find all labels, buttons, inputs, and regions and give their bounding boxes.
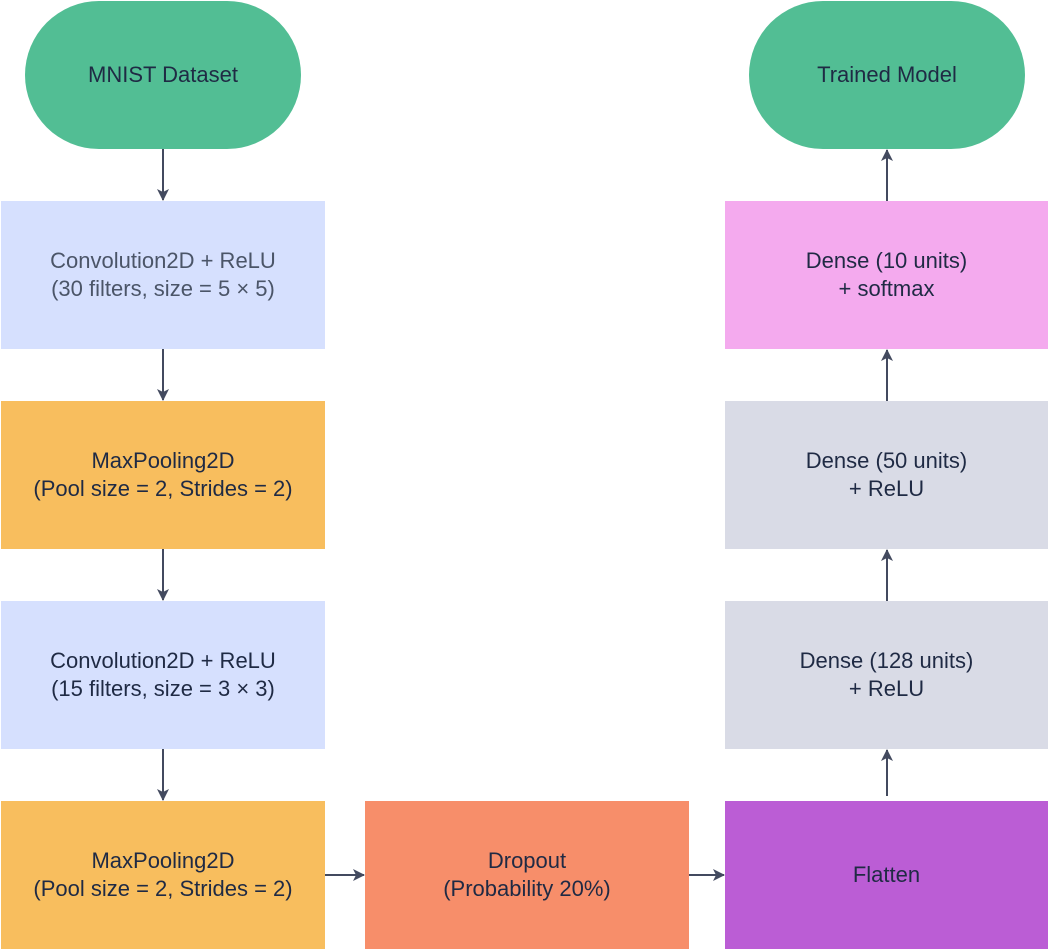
node-label-line: Dense (128 units) — [799, 648, 974, 673]
node-maxpooling2d-first: MaxPooling2D (Pool size = 2, Strides = 2… — [1, 401, 325, 549]
node-dense-10-units: Dense (10 units) + softmax — [725, 201, 1048, 349]
node-label-line: + ReLU — [848, 476, 925, 501]
node-dropout: Dropout (Probability 20%) — [365, 801, 689, 949]
node-label-line: Dropout — [487, 848, 567, 873]
node-label-line: Convolution2D + ReLU — [50, 248, 276, 273]
node-mnist-dataset: MNIST Dataset — [25, 1, 301, 149]
node-label-line: MNIST Dataset — [88, 62, 238, 87]
node-label-line: (Pool size = 2, Strides = 2) — [33, 476, 293, 501]
node-label-line: + softmax — [838, 276, 935, 301]
node-label-line: Dense (10 units) — [805, 248, 968, 273]
node-conv2d-15-filters: Convolution2D + ReLU (15 filters, size =… — [1, 601, 325, 749]
node-conv2d-30-filters: Convolution2D + ReLU (30 filters, size =… — [1, 201, 325, 349]
node-label-line: Dense (50 units) — [805, 448, 968, 473]
node-label-line: MaxPooling2D — [91, 448, 235, 473]
node-label-line: + ReLU — [848, 676, 925, 701]
node-label-line: (15 filters, size = 3 × 3) — [51, 676, 275, 701]
node-flatten: Flatten — [725, 801, 1048, 949]
node-label-line: Trained Model — [817, 62, 957, 87]
node-label-line: (Probability 20%) — [443, 876, 611, 901]
node-label-line: Flatten — [852, 862, 921, 887]
node-label-line: Convolution2D + ReLU — [50, 648, 276, 673]
node-maxpooling2d-second: MaxPooling2D (Pool size = 2, Strides = 2… — [1, 801, 325, 949]
node-trained-model: Trained Model — [749, 1, 1025, 149]
node-dense-50-units: Dense (50 units) + ReLU — [725, 401, 1048, 549]
node-label-line: (30 filters, size = 5 × 5) — [51, 276, 275, 301]
node-label-line: MaxPooling2D — [91, 848, 235, 873]
node-label-line: (Pool size = 2, Strides = 2) — [33, 876, 293, 901]
node-dense-128-units: Dense (128 units) + ReLU — [725, 601, 1048, 749]
